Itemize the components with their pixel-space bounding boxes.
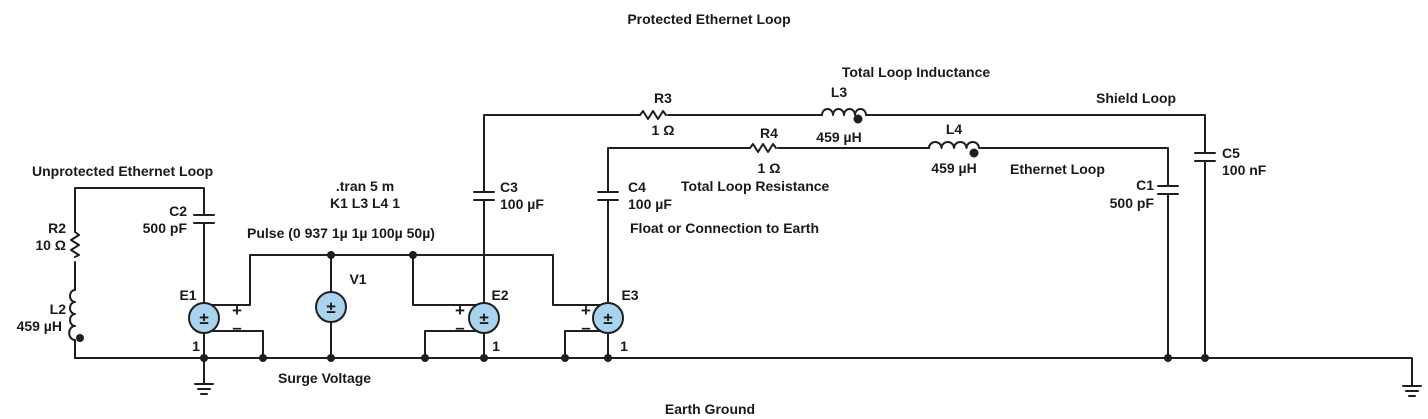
l2-inductor: [68, 289, 76, 341]
diagram-title: Protected Ethernet Loop: [627, 11, 790, 27]
c3-capacitor: [473, 191, 495, 201]
e3-minus-sign: –: [581, 318, 590, 337]
junction-dot: [327, 354, 335, 362]
r4-label: R4: [760, 125, 778, 141]
e1-label: E1: [179, 287, 196, 303]
e3-source-symbol: ±: [603, 309, 612, 328]
e2-source-symbol: ±: [479, 309, 488, 328]
l4-phase-dot: [969, 148, 979, 158]
l3-phase-dot: [853, 114, 863, 124]
total-loop-inductance-label: Total Loop Inductance: [842, 64, 991, 80]
pulse-directive: Pulse (0 937 1µ 1µ 100µ 50µ): [247, 225, 435, 241]
c2-value: 500 pF: [143, 220, 188, 236]
c4-capacitor: [597, 191, 619, 201]
surge-voltage-label: Surge Voltage: [278, 370, 371, 386]
e2-minus-sign: –: [455, 318, 464, 337]
total-loop-resistance-label: Total Loop Resistance: [681, 178, 830, 194]
c3-value: 100 µF: [500, 196, 544, 212]
l3-label: L3: [831, 84, 848, 100]
e2-plus-sign: +: [455, 301, 465, 320]
junction-dot: [1201, 354, 1209, 362]
ground-symbol-right: [1402, 385, 1422, 397]
c1-label: C1: [1136, 177, 1154, 193]
e3-source-icon: [592, 302, 624, 334]
c1-value: 500 pF: [1110, 195, 1155, 211]
junction-dot: [409, 251, 417, 259]
e3-minus-wire: [564, 330, 609, 359]
e3-label: E3: [621, 287, 638, 303]
e3-plus-sign: +: [581, 301, 591, 320]
c4-value: 100 µF: [628, 196, 672, 212]
v1-source-icon: [315, 291, 347, 323]
junction-dot: [604, 354, 612, 362]
c2-capacitor: [193, 214, 215, 224]
l2-label: L2: [50, 301, 67, 317]
junction-dot: [327, 251, 335, 259]
r3-value: 1 Ω: [652, 122, 675, 138]
l2-phase-dot: [76, 334, 84, 342]
junction-dots: [76, 114, 1209, 362]
e2-plus-wire: [412, 254, 485, 306]
junction-dot: [561, 354, 569, 362]
r4-value: 1 Ω: [758, 160, 781, 176]
v1-source-symbol: ±: [326, 298, 335, 317]
e1-source-symbol: ±: [199, 309, 208, 328]
c2-label: C2: [169, 203, 187, 219]
l4-value: 459 µH: [931, 160, 976, 176]
e1-source-icon: [188, 302, 220, 334]
c1-capacitor: [1157, 185, 1179, 195]
r2-value: 10 Ω: [35, 237, 66, 253]
earth-ground-label: Earth Ground: [665, 401, 755, 417]
c3-wire: [483, 114, 641, 306]
r2-label: R2: [48, 220, 66, 236]
pulse-net-wire: [203, 254, 609, 306]
shield-loop-label: Shield Loop: [1096, 90, 1176, 106]
c4-wire: [607, 147, 751, 306]
e2-source-icon: [468, 302, 500, 334]
r3-label: R3: [654, 90, 672, 106]
r4-resistor: [749, 143, 777, 153]
c5-value: 100 nF: [1222, 162, 1267, 178]
c5-capacitor: [1194, 152, 1216, 162]
junction-dot: [200, 354, 208, 362]
shield-loop-wire: [667, 114, 1206, 359]
e1-minus-sign: –: [232, 318, 241, 337]
v1-label: V1: [349, 271, 366, 287]
e2-label: E2: [491, 287, 508, 303]
unprotected-loop-wire: [74, 187, 205, 359]
ethernet-loop-wire: [777, 147, 1169, 359]
r3-resistor: [639, 110, 667, 120]
junction-dot: [480, 354, 488, 362]
e1-minus-wire: [203, 330, 264, 359]
coupling-directive: K1 L3 L4 1: [330, 195, 400, 211]
junction-dot: [1164, 354, 1172, 362]
e1-pin-label: 1: [192, 338, 200, 354]
l4-label: L4: [946, 121, 963, 137]
unprotected-loop-label: Unprotected Ethernet Loop: [32, 163, 213, 179]
ground-symbol-left: [194, 383, 214, 395]
e3-pin-label: 1: [620, 338, 628, 354]
r2-resistor: [70, 231, 80, 258]
wires: [74, 114, 1413, 387]
l2-value: 459 µH: [17, 318, 62, 334]
l3-inductor: [821, 108, 867, 116]
e1-plus-sign: +: [232, 301, 242, 320]
e2-pin-label: 1: [492, 338, 500, 354]
junction-dot: [259, 354, 267, 362]
float-connection-label: Float or Connection to Earth: [630, 220, 819, 236]
c5-label: C5: [1222, 145, 1240, 161]
c3-label: C3: [500, 179, 518, 195]
c4-label: C4: [628, 179, 646, 195]
l4-inductor: [928, 141, 980, 149]
ethernet-loop-label: Ethernet Loop: [1010, 161, 1105, 177]
tran-directive: .tran 5 m: [336, 178, 394, 194]
ground-bus: [74, 357, 1413, 387]
l3-value: 459 µH: [816, 129, 861, 145]
e2-minus-wire: [424, 330, 485, 359]
junction-dot: [421, 354, 429, 362]
